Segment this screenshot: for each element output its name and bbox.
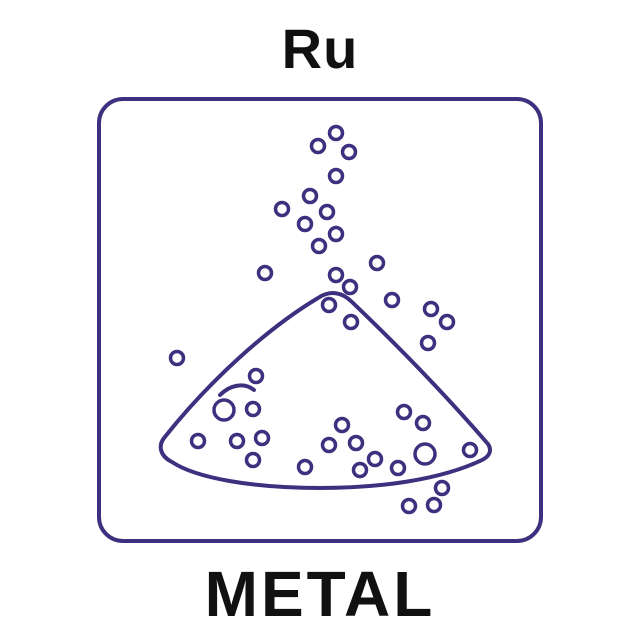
particle (244, 400, 262, 418)
particle (310, 237, 328, 255)
particle (253, 429, 271, 447)
particle (168, 349, 186, 367)
particle (318, 203, 336, 221)
particle-large (413, 442, 437, 466)
particle (395, 403, 413, 421)
particle (389, 459, 407, 477)
particle (327, 167, 345, 185)
particle (333, 416, 351, 434)
particle (461, 441, 479, 459)
particle (327, 124, 345, 142)
particle (433, 479, 451, 497)
particle (228, 432, 246, 450)
particle (256, 264, 274, 282)
particle (419, 334, 437, 352)
particle (347, 434, 365, 452)
particle (383, 291, 401, 309)
particle (400, 497, 418, 515)
particle (189, 432, 207, 450)
particle (327, 225, 345, 243)
particle (342, 313, 360, 331)
particle (320, 296, 338, 314)
particle (438, 313, 456, 331)
particle (341, 278, 359, 296)
particle (301, 187, 319, 205)
particle-large (212, 398, 236, 422)
particle (366, 450, 384, 468)
element-symbol: Ru (281, 17, 359, 80)
particle (320, 436, 338, 454)
particle (422, 300, 440, 318)
powder-pile-icon (97, 97, 543, 543)
particle (327, 266, 345, 284)
particle (247, 367, 265, 385)
particle (273, 200, 291, 218)
particle (296, 215, 314, 233)
particle (425, 496, 443, 514)
particle (309, 137, 327, 155)
particle (244, 451, 262, 469)
particle (351, 461, 369, 479)
element-category: METAL (204, 558, 436, 630)
particle (414, 414, 432, 432)
icon-frame-border (97, 97, 543, 543)
powder-pile-outline (158, 291, 492, 490)
pile-scoop-line (218, 383, 256, 397)
particle (368, 254, 386, 272)
powder-particles (168, 124, 479, 515)
particle (296, 458, 314, 476)
particle (340, 143, 358, 161)
